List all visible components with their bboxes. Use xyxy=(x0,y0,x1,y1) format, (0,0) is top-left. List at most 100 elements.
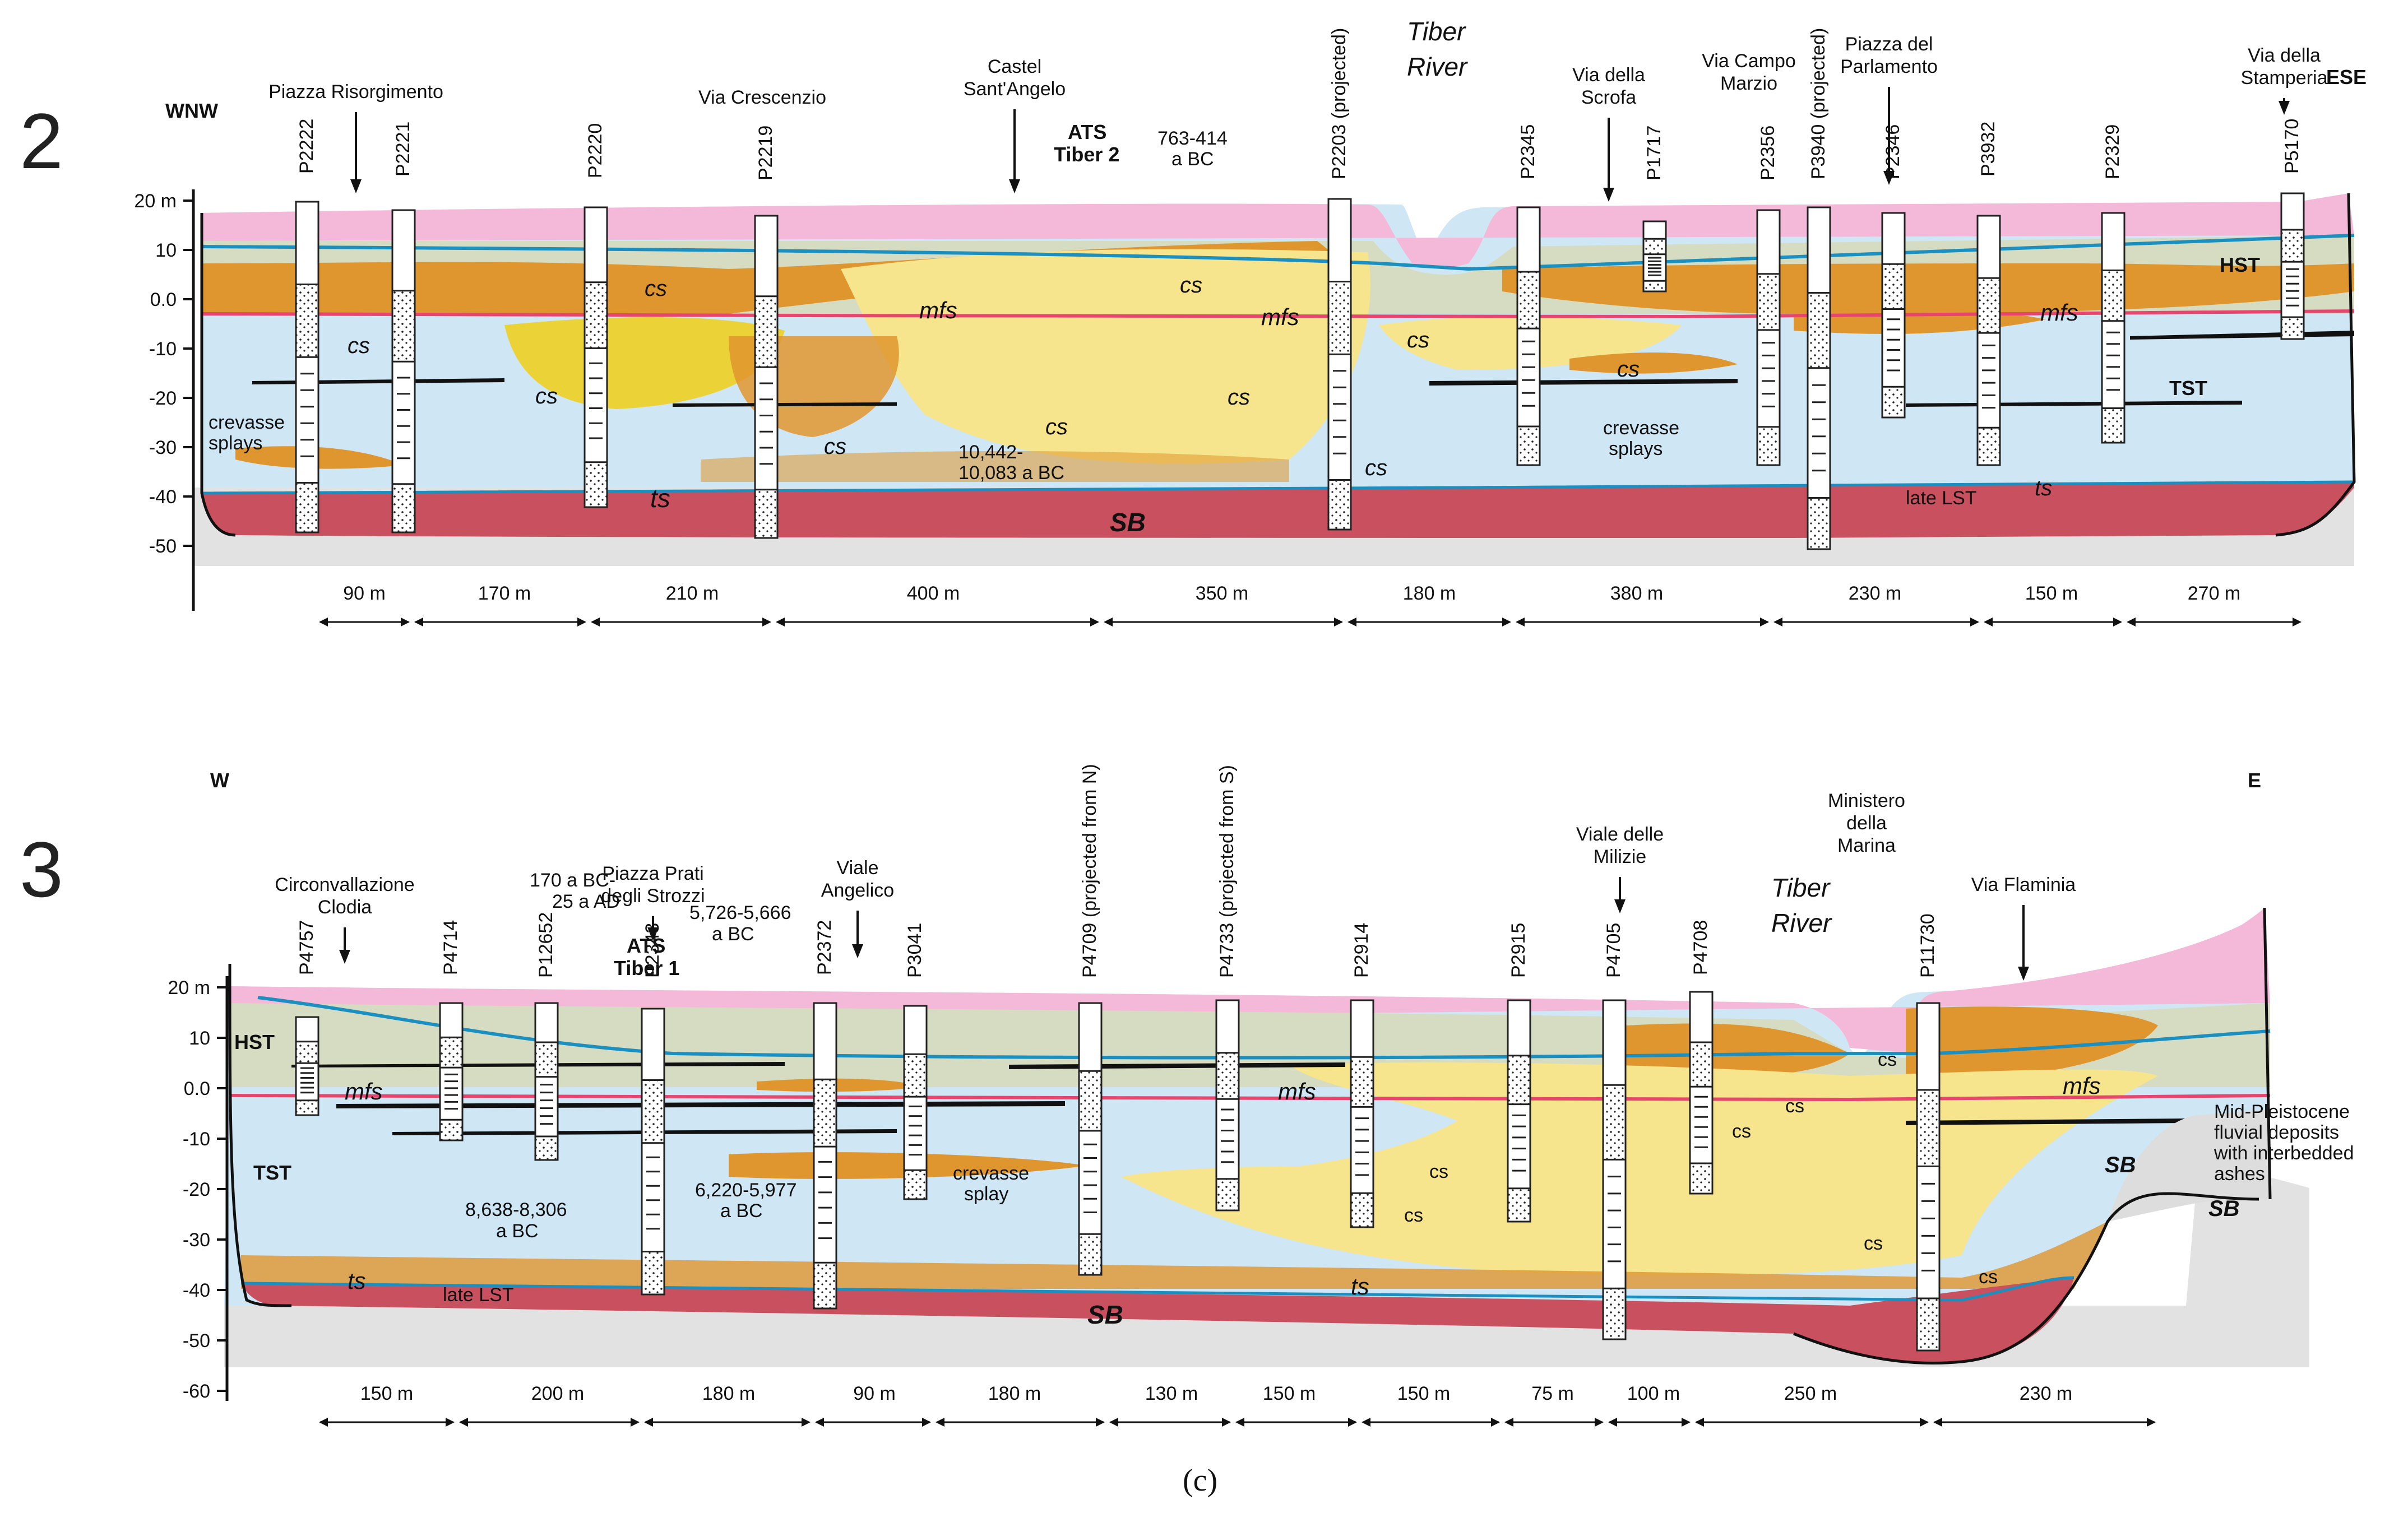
ats-label-2b: Tiber 2 xyxy=(1054,143,1119,166)
place-label-line: Castel xyxy=(988,56,1041,77)
borehole-label: P3041 xyxy=(904,923,925,978)
crevasse-label-2a2: splays xyxy=(209,433,262,454)
place-label-line: Piazza Prati xyxy=(602,863,703,884)
mid-pleistocene-3 xyxy=(2108,1110,2270,1222)
place-label-line: Via Flaminia xyxy=(1971,874,2076,895)
borehole-label: P2346 xyxy=(1882,124,1904,179)
cs-label-3g: cs xyxy=(1878,1049,1897,1070)
date-2a-2: a BC xyxy=(1171,148,1214,170)
crevasse-label-3b: splay xyxy=(964,1183,1008,1205)
borehole-label: P3932 xyxy=(1978,122,1999,177)
depth-tick-label: -30 xyxy=(149,437,177,458)
distance-label: 180 m xyxy=(1403,583,1456,604)
sb-label-3b: SB xyxy=(2105,1153,2136,1177)
cs-label-2c: cs xyxy=(535,384,558,409)
place-arrow-head xyxy=(339,950,350,964)
distance-label: 150 m xyxy=(360,1383,414,1404)
depth-tick-label: 10 xyxy=(155,240,177,261)
place-label-line: Scrofa xyxy=(1581,87,1636,108)
borehole-P2372: P2372 xyxy=(813,920,837,1310)
borehole-label: P4733 (projected from S) xyxy=(1216,765,1238,978)
distance-label: 200 m xyxy=(531,1383,585,1404)
crevasse-label-2b1: crevasse xyxy=(1603,417,1679,439)
section-outline-2 xyxy=(200,193,2356,537)
mfs-label-2a: mfs xyxy=(919,297,957,323)
borehole-label: P4708 xyxy=(1690,920,1711,975)
cs-label-2g: cs xyxy=(1045,415,1068,439)
date-3b-1: 5,726-5,666 xyxy=(689,902,791,923)
mfs-label-2b: mfs xyxy=(1261,304,1299,330)
place-label: Piazza Risorgimento xyxy=(268,81,443,193)
borehole-label: P4705 xyxy=(1603,923,1624,978)
borehole-P2222: P2222 xyxy=(295,119,319,533)
borehole-P4708: P4708 xyxy=(1689,920,1714,1195)
borehole-label: P4714 xyxy=(440,920,461,975)
cs-label-2a: cs xyxy=(645,276,667,301)
borehole-P2329: P2329 xyxy=(2101,124,2125,444)
place-label-line: Marina xyxy=(1837,835,1896,856)
place-label-line: Viale xyxy=(837,857,879,879)
cs-label-3f: cs xyxy=(1979,1266,1998,1288)
place-arrow-head xyxy=(1883,171,1895,185)
borehole-P2346: P2346 xyxy=(1881,124,1906,419)
cs-label-2i: cs xyxy=(1407,328,1429,352)
depth-tick-label: -10 xyxy=(149,338,177,360)
borehole-P2915: P2915 xyxy=(1507,923,1531,1223)
mfs-label-3a: mfs xyxy=(345,1078,383,1104)
place-label-line: Viale delle xyxy=(1576,824,1664,845)
tst-label-2: TST xyxy=(2169,377,2207,400)
distance-label: 150 m xyxy=(2025,583,2078,604)
borehole-P2345: P2345 xyxy=(1516,124,1541,466)
water-table-2 xyxy=(201,234,2355,271)
cs-label-2j: cs xyxy=(1617,357,1640,382)
distance-label: 150 m xyxy=(1397,1383,1451,1404)
date-2a-1: 763-414 xyxy=(1157,128,1228,149)
distance-label: 180 m xyxy=(988,1383,1041,1404)
sb-label-2: SB xyxy=(1110,508,1146,537)
place-arrow-head xyxy=(350,179,362,193)
borehole-P12652: P12652 xyxy=(534,912,559,1161)
distance-label: 350 m xyxy=(1196,583,1249,604)
section-outline-3 xyxy=(228,907,2272,1365)
distance-label: 100 m xyxy=(1627,1383,1680,1404)
place-label-line: degli Strozzi xyxy=(601,885,705,907)
orange-lens-3b xyxy=(1906,1006,2158,1082)
cs-label-2f: cs xyxy=(1228,385,1250,410)
lst-label-2: late LST xyxy=(1906,488,1977,509)
borehole-label: P2221 xyxy=(392,122,414,177)
borehole-P3940: P3940 (projected) xyxy=(1807,28,1831,550)
direction-left-2: WNW xyxy=(165,99,218,122)
place-label-line: Stamperia xyxy=(2241,67,2328,89)
place-label-line: Piazza del xyxy=(1845,34,1933,55)
ts-line-3 xyxy=(240,1276,2074,1302)
date-3b-2: a BC xyxy=(712,923,754,945)
depth-tick-label: -20 xyxy=(149,388,177,409)
distance-label: 130 m xyxy=(1145,1383,1198,1404)
distance-label: 90 m xyxy=(853,1383,896,1404)
date-2b-1: 10,442- xyxy=(958,442,1023,463)
distance-label: 210 m xyxy=(666,583,719,604)
ts-label-2b: ts xyxy=(2035,476,2052,500)
date-3c-2: a BC xyxy=(720,1200,763,1222)
borehole-label: P5170 xyxy=(2281,119,2303,174)
depth-tick-label: 20 m xyxy=(134,191,177,212)
direction-right-3: E xyxy=(2248,769,2261,792)
borehole-P4757: P4757 xyxy=(295,920,319,1116)
sb-label-3c: SB xyxy=(2208,1196,2240,1221)
depth-tick-label: -40 xyxy=(149,486,177,508)
borehole-P2219: P2219 xyxy=(754,126,779,539)
yellow-channel-2a xyxy=(504,317,785,409)
depth-tick-label: 0.0 xyxy=(150,289,177,310)
borehole-P2203: P2203 (projected) xyxy=(1327,28,1352,531)
distance-label: 400 m xyxy=(907,583,960,604)
